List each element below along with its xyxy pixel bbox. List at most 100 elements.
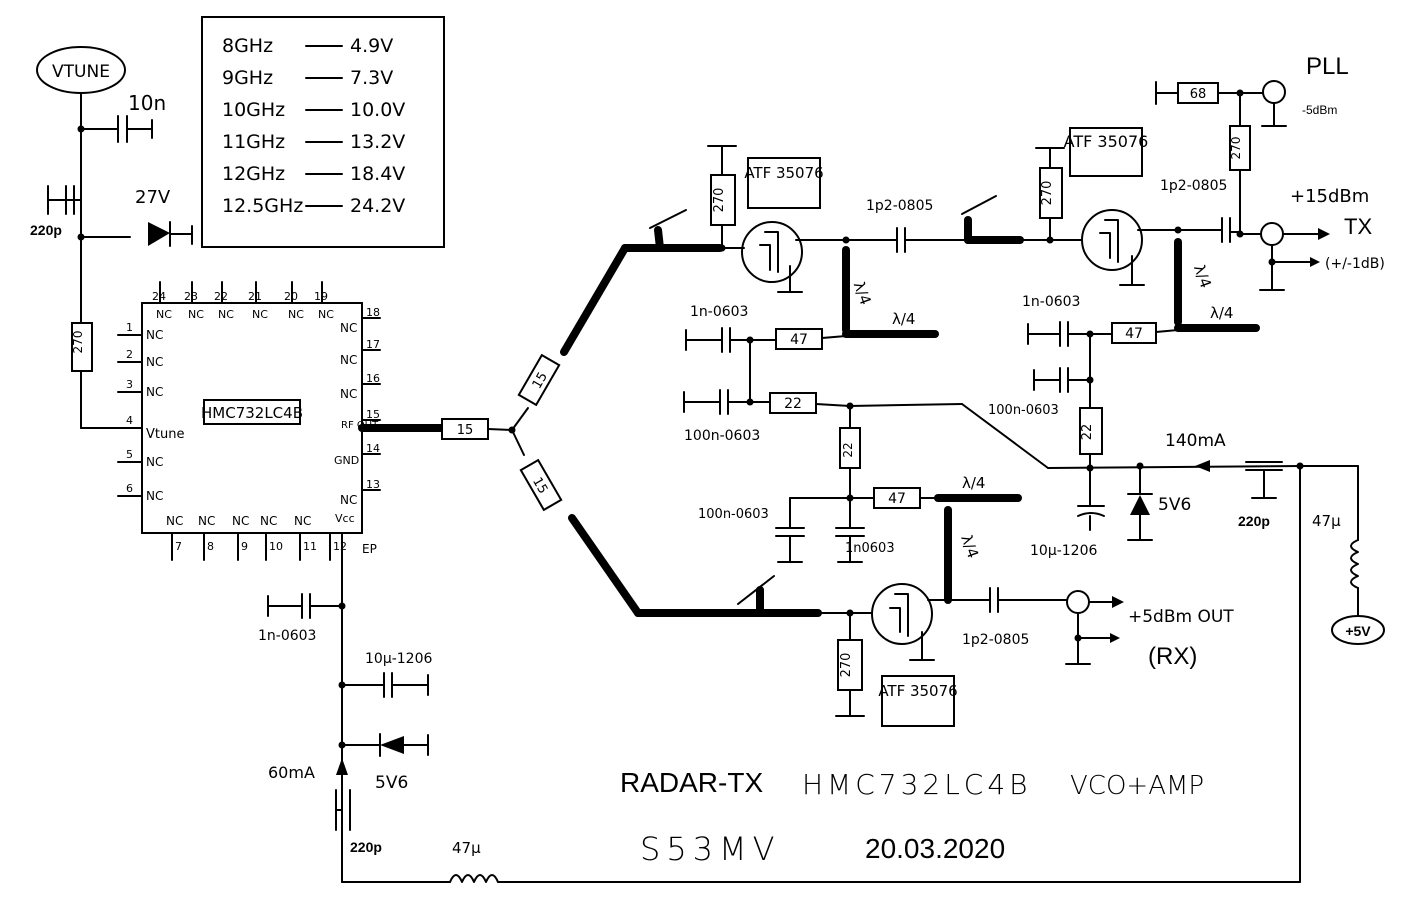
cap-1n-c-label: 1n-0603: [1022, 294, 1080, 310]
cap-10n-label: 10n: [128, 91, 166, 115]
ic-pin-12: 12: [333, 540, 347, 553]
vtune-label: VTUNE: [52, 62, 110, 82]
res-47-c-label: 47: [888, 491, 906, 507]
nc-top-24: NC: [156, 308, 172, 321]
res-270-a-label: 270: [712, 188, 727, 213]
ic-pin-17: 17: [366, 338, 380, 351]
ic-pin-8: 8: [207, 540, 214, 553]
ind-47u-a-label: 47µ: [452, 839, 481, 857]
ic-pin-11: 11: [303, 540, 317, 553]
tx-tol-label: (+/-1dB): [1325, 256, 1385, 272]
ic-pin-1: 1: [126, 321, 133, 334]
nc-right-18: NC: [340, 321, 357, 335]
ic-pin-4: 4: [126, 414, 133, 427]
res-22-a-label: 22: [784, 396, 802, 412]
nc-bot-7: NC: [166, 514, 183, 528]
ic-pin-14: 14: [366, 442, 380, 455]
freq-row-4-v: 18.4V: [350, 163, 405, 185]
nc-right-16: NC: [340, 387, 357, 401]
zener-5v6-b-label: 5V6: [1158, 495, 1191, 515]
freq-row-0-v: 4.9V: [350, 35, 393, 57]
plus5v-label: +5V: [1345, 623, 1371, 639]
res-270-pll-label: 270: [1229, 137, 1243, 160]
lambda-c-label: λ/4: [1190, 262, 1215, 290]
freq-row-2-f: 10GHz: [222, 99, 285, 121]
tl-15-c-label: 15: [529, 475, 550, 497]
splitter: 15 15 15: [358, 244, 822, 617]
tx-output: 68 PLL -5dBm 270 +15dBm TX (+/-1dB): [1155, 53, 1385, 291]
freq-row-1-f: 9GHz: [222, 67, 273, 89]
rx-power-label: +5dBm OUT: [1128, 607, 1234, 627]
ic-pin-2: 2: [126, 348, 133, 361]
lambda-d-label: λ/4: [1210, 304, 1233, 322]
ic-pin-22: 22: [214, 290, 228, 303]
res-47-a-label: 47: [790, 332, 808, 348]
res-68-label: 68: [1190, 87, 1207, 102]
cap-10u-a-label: 10µ-1206: [365, 651, 432, 667]
freq-row-3-f: 11GHz: [222, 131, 285, 153]
ic-pin-13: 13: [366, 478, 380, 491]
ic-pin-18: 18: [366, 306, 380, 319]
cap-10u-b-label: 10µ-1206: [1030, 543, 1097, 559]
res-22-c-label: 22: [1080, 424, 1095, 441]
tx-label: TX: [1344, 214, 1372, 239]
pll-label: PLL: [1306, 53, 1349, 80]
title-block: RADAR-TX HMC732LC4B VCO+AMP S53MV 20.03.…: [620, 767, 1204, 868]
nc-left-6: NC: [146, 489, 163, 503]
pin-ep-label: EP: [362, 542, 377, 556]
cap-1n-a-label: 1n-0603: [258, 628, 316, 644]
cap-220p-top-label: 220p: [30, 222, 62, 238]
ic-pin-10: 10: [269, 540, 283, 553]
nc-top-22: NC: [218, 308, 234, 321]
rx-label: (RX): [1148, 643, 1197, 670]
lambda-e-label: λ/4: [957, 532, 982, 560]
ic-pin-20: 20: [284, 290, 298, 303]
atf-tr-label: ATF 35076: [1064, 132, 1149, 151]
ic-pin-24: 24: [152, 290, 166, 303]
cap-1p2-a-label: 1p2-0805: [866, 198, 933, 214]
freq-row-5-v: 24.2V: [350, 195, 405, 217]
cap-100n-b-label: 100n-0603: [988, 403, 1059, 418]
cap-1n-d-label: 1n0603: [845, 541, 895, 556]
ic-pin-9: 9: [241, 540, 248, 553]
zener-5v6-a-label: 5V6: [375, 773, 408, 793]
vco-ic: 1NC2NC3NC45NC6NC7NC8NC9NC10NC11NC1218NC1…: [117, 281, 381, 561]
cap-220p-c-label: 220p: [1238, 513, 1270, 529]
atf-tl-label: ATF 35076: [744, 164, 823, 182]
ic-pin-7: 7: [175, 540, 182, 553]
vtune-input: VTUNE 10n 220p 27V 270: [30, 46, 193, 429]
pin-gnd-label: GND: [334, 454, 359, 467]
date-label: 20.03.2020: [865, 833, 1005, 864]
nc-top-19: NC: [318, 308, 334, 321]
lambda-a-label: λ/4: [850, 279, 875, 307]
tl-15-b-label: 15: [530, 370, 551, 392]
vco-supply: 1n-0603 10µ-1206 5V6 60mA 220p 47µ: [258, 465, 1301, 883]
ic-pin-5: 5: [126, 448, 133, 461]
title-label: RADAR-TX: [620, 767, 763, 798]
res-270-vco-label: 270: [71, 331, 85, 354]
lambda-b-label: λ/4: [892, 310, 915, 328]
ic-pin-23: 23: [184, 290, 198, 303]
nc-bot-11: NC: [294, 514, 311, 528]
lambda-f-label: λ/4: [962, 474, 985, 492]
current-140-label: 140mA: [1165, 431, 1226, 451]
ic-pin-16: 16: [366, 372, 380, 385]
ic-pin-15: 15: [366, 408, 380, 421]
cap-1p2-c-label: 1p2-0805: [962, 632, 1029, 648]
ic-pin-19: 19: [314, 290, 328, 303]
freq-row-1-v: 7.3V: [350, 67, 393, 89]
ic-name: HMC732LC4B: [201, 404, 303, 422]
cap-100n-a-label: 100n-0603: [684, 428, 760, 444]
pll-level-label: -5dBm: [1302, 103, 1337, 117]
freq-row-3-v: 13.2V: [350, 131, 405, 153]
ic-pin-21: 21: [248, 290, 262, 303]
nc-bot-8: NC: [198, 514, 215, 528]
tl-15-a-label: 15: [457, 423, 474, 438]
res-270-b-label: 270: [1040, 181, 1055, 206]
res-270-c-label: 270: [839, 653, 854, 678]
cap-1p2-b-label: 1p2-0805: [1160, 178, 1227, 194]
res-22-b-label: 22: [841, 442, 855, 457]
pin-vcc-label: Vcc: [335, 512, 355, 525]
cap-220p-b-label: 220p: [350, 839, 382, 855]
